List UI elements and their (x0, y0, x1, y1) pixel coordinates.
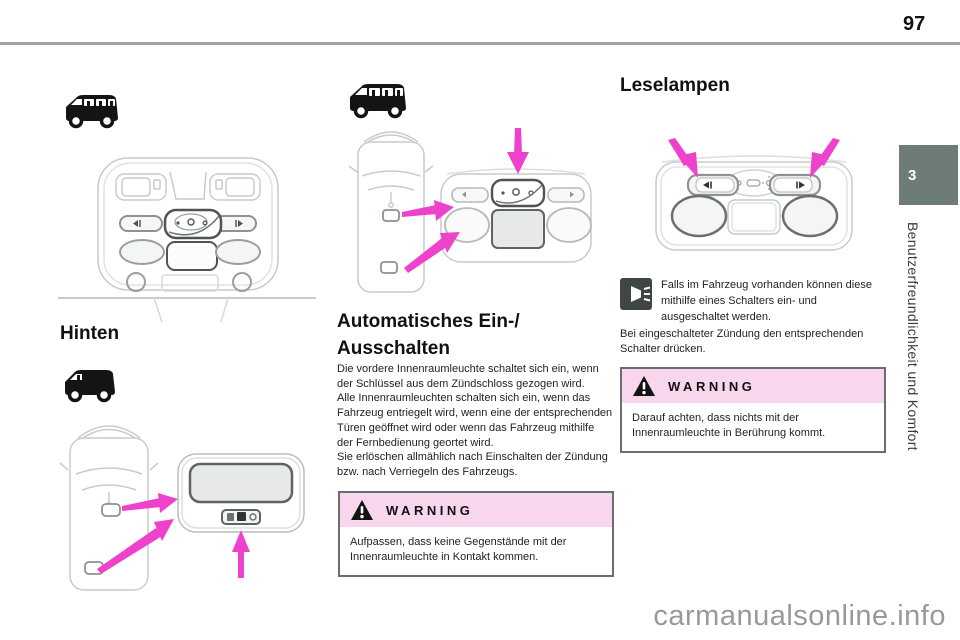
pointer-arrow-icon (668, 138, 840, 178)
warning-box: WARNING Aufpassen, dass keine Gegenständ… (338, 491, 614, 577)
rear-interior-light-diagram (59, 425, 305, 591)
warning-triangle-icon (351, 500, 373, 520)
front-interior-light-diagram (58, 157, 316, 322)
reading-lamp-icon (620, 278, 652, 310)
warning-header: WARNING (340, 493, 612, 527)
cargo-van-icon (65, 370, 115, 403)
reading-lamps-diagram (655, 138, 853, 251)
warning-text: Aufpassen, dass keine Gegenstände mit de… (350, 536, 567, 563)
info-paragraph-1: Falls im Fahrzeug vorhanden können diese… (661, 279, 872, 323)
warning-title: WARNING (668, 378, 756, 394)
chapter-tab: 3 (899, 145, 958, 205)
section-heading-auto-onoff: Automatisches Ein-/ Ausschalten (337, 311, 520, 359)
page-number: 97 (903, 13, 926, 35)
pointer-arrow-icon (402, 128, 529, 273)
passenger-van-icon (66, 95, 118, 129)
chapter-number: 3 (908, 166, 917, 184)
pointer-arrow-icon (97, 493, 250, 578)
warning-header: WARNING (622, 369, 884, 403)
warning-triangle-icon (633, 376, 655, 396)
section-heading-leselampen: Leselampen (620, 75, 730, 96)
section-label-vertical: Benutzerfreundlichkeit und Komfort (905, 222, 921, 451)
watermark: carmanualsonline.info (653, 600, 946, 632)
warning-box: WARNING Darauf achten, dass nichts mit d… (620, 367, 886, 453)
section-heading-hinten: Hinten (60, 323, 120, 344)
warning-title: WARNING (386, 502, 474, 518)
warning-text: Darauf achten, dass nichts mit der Innen… (632, 412, 826, 439)
info-paragraph-2: Bei eingeschalteter Zündung den entsprec… (620, 328, 864, 355)
auto-onoff-paragraph: Die vordere Innenraumleuchte schaltet si… (337, 363, 613, 478)
info-block: Falls im Fahrzeug vorhanden können diese… (620, 277, 887, 357)
auto-onoff-diagram (348, 128, 592, 293)
minibus-van-icon (350, 84, 406, 119)
header-rule (0, 42, 960, 45)
